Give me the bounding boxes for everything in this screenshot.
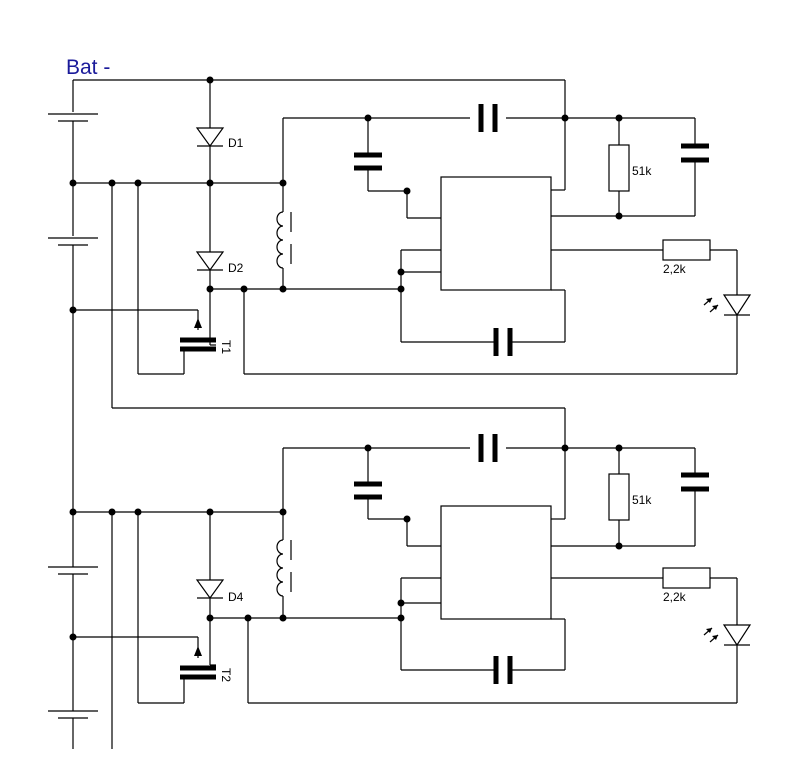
transistor-t2 xyxy=(180,646,216,680)
battery-negative-label: Bat - xyxy=(66,56,110,79)
top-circuit: D1 D2 xyxy=(69,76,752,448)
transistor-t1 xyxy=(180,318,216,352)
bottom-circuit: D4 51k xyxy=(69,434,752,749)
d4-label: D4 xyxy=(228,590,244,604)
r-51k-top-label: 51k xyxy=(632,164,652,178)
battery-stack xyxy=(48,80,98,749)
diode-d1 xyxy=(195,127,225,148)
led-top xyxy=(703,294,752,317)
diode-d4 xyxy=(195,579,225,600)
r-2k2-top-label: 2,2k xyxy=(663,262,687,276)
d1-label: D1 xyxy=(228,136,244,150)
d2-label: D2 xyxy=(228,261,244,275)
r-2k2-bottom-label: 2,2k xyxy=(663,590,687,604)
inductor-top xyxy=(276,211,284,269)
resistor-2k2-bottom xyxy=(662,567,711,589)
resistor-51k-top xyxy=(608,144,630,192)
resistor-2k2-top xyxy=(662,239,711,261)
diode-d2 xyxy=(195,251,225,272)
r-51k-bottom-label: 51k xyxy=(632,493,652,507)
t1-label: T1 xyxy=(219,340,233,354)
resistor-51k-bottom xyxy=(608,473,630,521)
ic-top xyxy=(440,176,552,291)
ic-bottom xyxy=(440,505,552,620)
inductor-bottom xyxy=(276,539,284,597)
t2-label: T2 xyxy=(219,668,233,682)
led-bottom xyxy=(703,624,752,647)
